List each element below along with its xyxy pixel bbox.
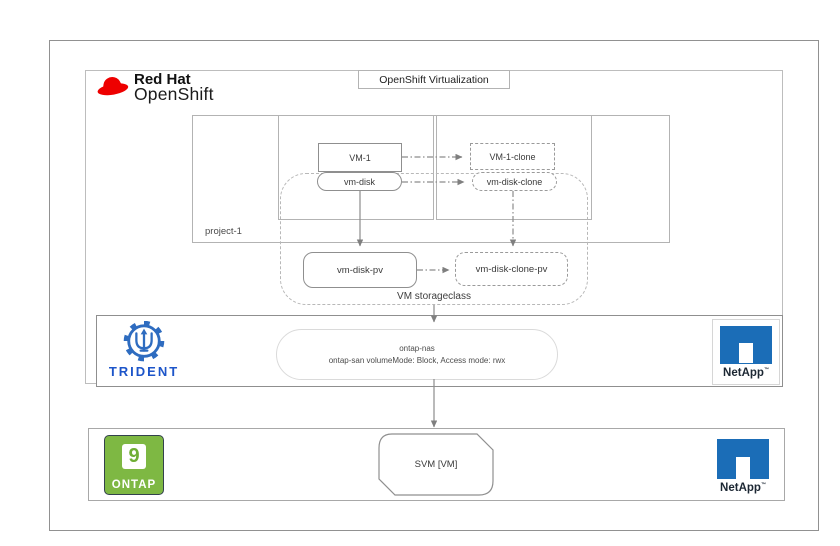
project-label: project-1 — [205, 226, 242, 237]
netapp-trademark: ™ — [763, 366, 769, 373]
vm-disk-clone-pv-node: vm-disk-clone-pv — [455, 252, 568, 286]
ontap9-icon: 9 ONTAP — [104, 435, 164, 495]
vm-disk-clone-node: vm-disk-clone — [472, 172, 557, 191]
ontap-wordmark: ONTAP — [111, 479, 157, 491]
svm-node: SVM [VM] — [378, 433, 494, 496]
vm-storageclass-container: VM storageclass — [280, 173, 588, 305]
vm-1-clone-node: VM-1-clone — [470, 143, 555, 170]
vm-storageclass-label: VM storageclass — [397, 291, 471, 302]
vm-clone-subbox — [436, 115, 592, 220]
redhat-fedora-icon — [97, 77, 129, 96]
netapp-wordmark: NetApp™ — [723, 366, 769, 379]
netapp-trademark: ™ — [760, 481, 766, 488]
trident-wordmark: TRIDENT — [108, 364, 180, 379]
vm-disk-node: vm-disk — [317, 172, 402, 191]
trident-box: TRIDENT ontap-nas ontap-san volumeMode: … — [96, 315, 783, 387]
ontap-box: 9 ONTAP SVM [VM] NetApp™ — [88, 428, 785, 501]
openshift-virtualization-badge: OpenShift Virtualization — [358, 70, 510, 89]
vm-1-node: VM-1 — [318, 143, 402, 172]
trident-gear-icon — [123, 321, 165, 362]
redhat-brand-line2: OpenShift — [134, 84, 214, 104]
netapp-icon — [720, 325, 772, 364]
redhat-brand-text: Red Hat OpenShift — [134, 71, 214, 104]
backend-line1: ontap-nas — [399, 343, 435, 353]
redhat-brand-line1: Red Hat — [134, 71, 191, 88]
netapp-logo-bottom: NetApp™ — [710, 435, 776, 497]
netapp-icon — [717, 438, 769, 479]
svm-shape — [378, 433, 494, 496]
vm-disk-pv-node: vm-disk-pv — [303, 252, 417, 288]
ontap-version-glyph: 9 — [122, 444, 146, 469]
backend-line2: ontap-san volumeMode: Block, Access mode… — [328, 355, 506, 365]
redhat-openshift-logo: Red Hat OpenShift — [96, 71, 236, 111]
netapp-logo-frame: NetApp™ — [712, 319, 780, 385]
netapp-wordmark: NetApp™ — [720, 481, 766, 494]
openshift-virtualization-label: OpenShift Virtualization — [379, 73, 489, 86]
vm-subbox — [278, 115, 434, 220]
trident-backend-pill: ontap-nas ontap-san volumeMode: Block, A… — [276, 329, 558, 380]
svm-label: SVM [VM] — [414, 459, 458, 470]
